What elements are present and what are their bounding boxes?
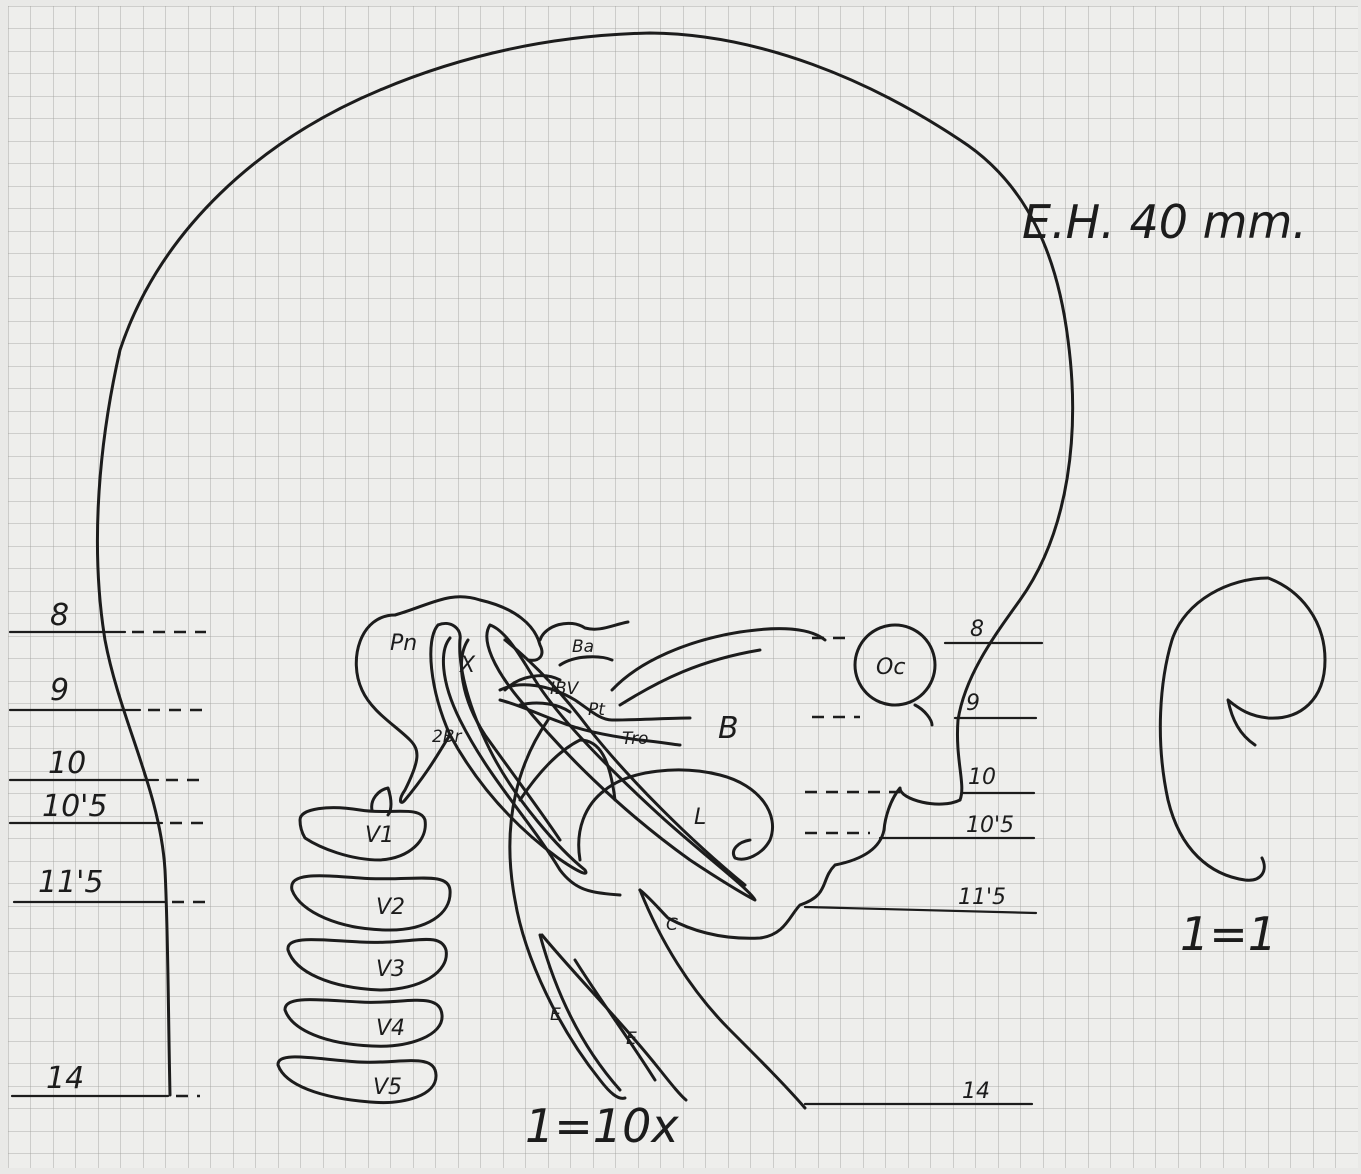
label-pt: Pt [588, 700, 606, 720]
title-label: E.H. 40 mm. [1022, 195, 1307, 249]
label-c: C [666, 915, 678, 935]
label-v1: V1 [365, 823, 394, 848]
label-l: L [694, 805, 706, 830]
left-level-label: 8 [50, 598, 69, 633]
label-tro: Tro [622, 729, 648, 749]
label-ibv: IBV [550, 679, 580, 699]
left-level-label: 14 [46, 1061, 84, 1096]
left-level-label: 10'5 [42, 789, 108, 824]
left-level-label: 11'5 [38, 865, 104, 900]
graph-paper-grid [8, 6, 1358, 1168]
label-v3: V3 [376, 957, 405, 982]
label-pn: Pn [390, 631, 417, 656]
left-level-label: 9 [50, 673, 69, 708]
label-v2: V2 [376, 895, 405, 920]
label-2br: 2Br [432, 727, 462, 747]
main-scale-label: 1=10x [525, 1099, 679, 1153]
right-level-label: 9 [966, 691, 980, 716]
right-level-label: 10'5 [966, 813, 1014, 838]
right-level-label: 8 [970, 617, 984, 642]
right-level-label: 11'5 [958, 885, 1006, 910]
right-level-label: 10 [968, 765, 996, 790]
small-scale-label: 1=1 [1180, 907, 1277, 961]
label-b: B [718, 711, 739, 746]
label-oc: Oc [876, 655, 905, 680]
label-v5: V5 [373, 1075, 402, 1100]
label-x: X [459, 653, 476, 678]
right-level-label: 14 [962, 1079, 990, 1104]
label-e1: E [550, 1005, 561, 1025]
label-v4: V4 [376, 1016, 405, 1041]
label-e2: E [626, 1029, 637, 1049]
label-ba: Ba [572, 637, 594, 657]
left-level-label: 10 [48, 746, 86, 781]
